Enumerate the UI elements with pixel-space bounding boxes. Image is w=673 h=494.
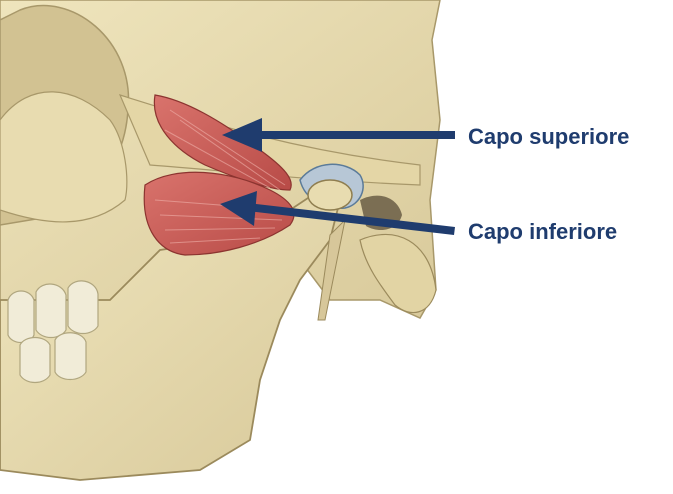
label-inferior-head: Capo inferiore (468, 221, 617, 243)
tooth (20, 338, 50, 383)
tooth (55, 333, 86, 380)
tooth (36, 284, 66, 337)
condyle (308, 180, 352, 210)
arrow-superior-shaft (250, 131, 455, 139)
tooth (68, 281, 98, 334)
label-superior-head: Capo superiore (468, 126, 629, 148)
tooth (8, 291, 34, 343)
